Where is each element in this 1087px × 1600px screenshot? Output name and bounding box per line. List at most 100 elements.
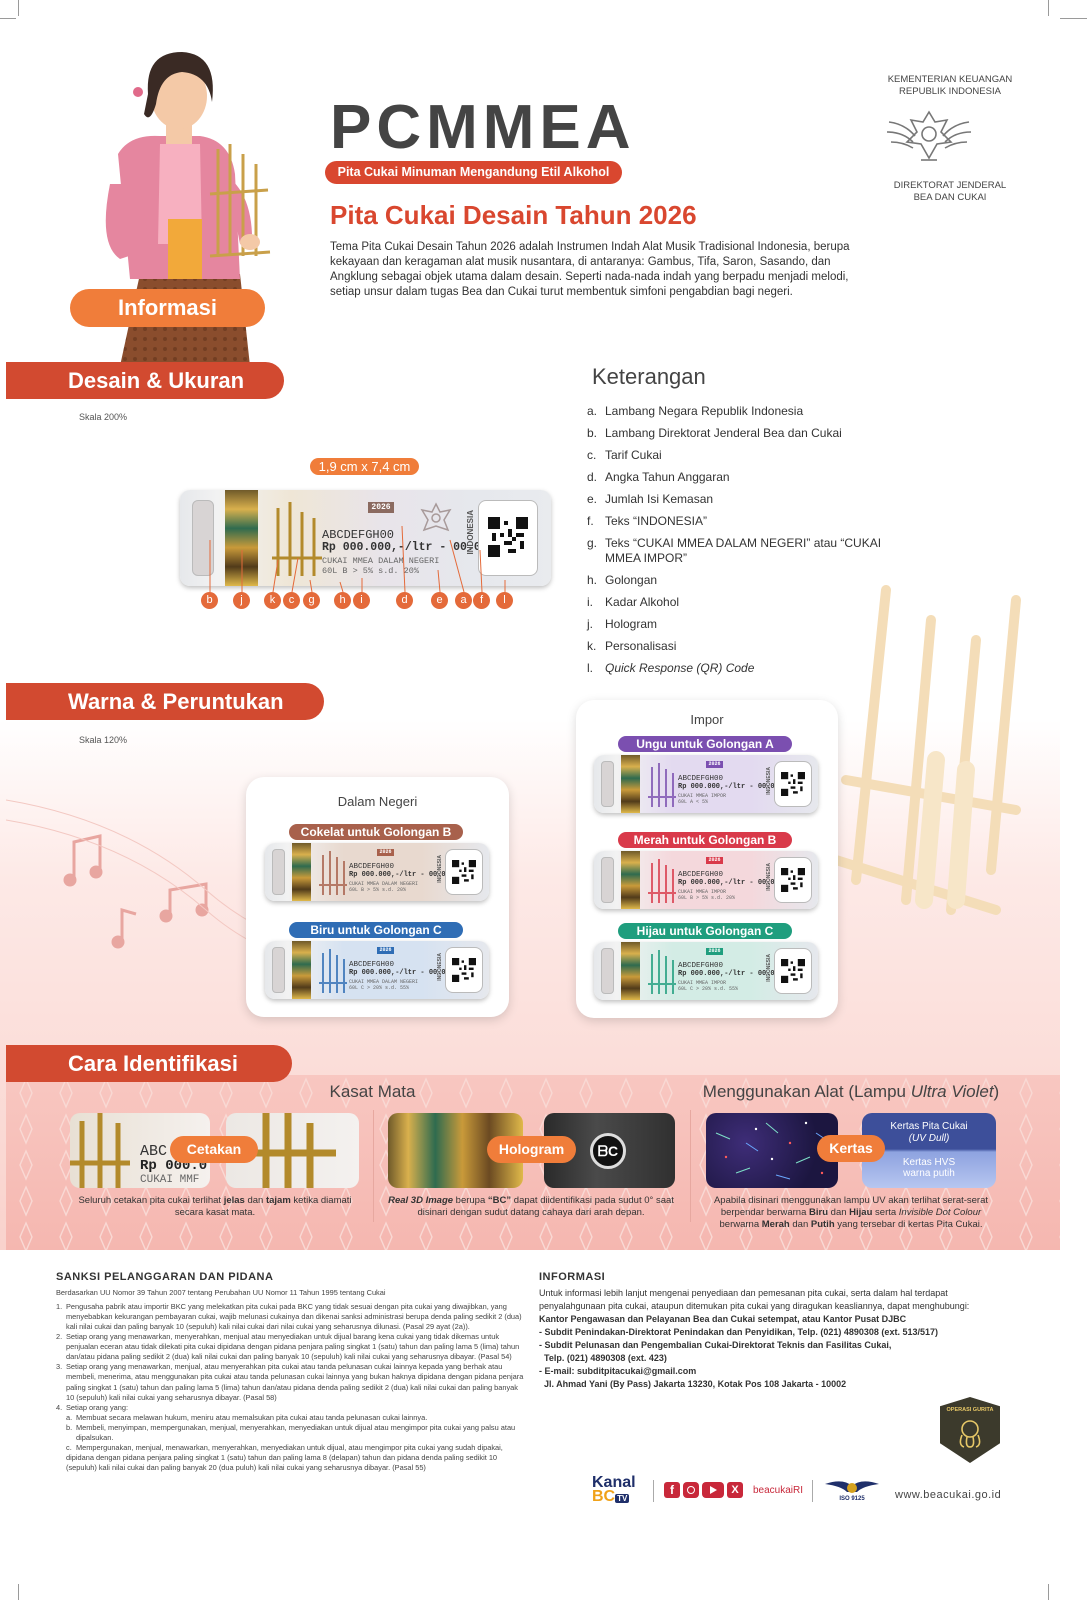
crop-mark [18, 1584, 19, 1600]
golongan-text: 60L B > 5% s.d. 20% [322, 566, 419, 576]
window-patch [272, 849, 285, 895]
callout-marker-g: g [303, 592, 320, 609]
iso-logo: ISO 9125 [823, 1474, 881, 1504]
divider [690, 1110, 691, 1222]
crop-mark [1048, 0, 1049, 16]
informasi-email: - E-mail: subditpitacukai@gmail.com [539, 1366, 697, 1377]
indonesia-text: INDONESIA [766, 767, 772, 795]
keterangan-text: Lambang Negara Republik Indonesia [605, 404, 804, 418]
social-handle[interactable]: beacukaiRI [753, 1485, 804, 1496]
callout-marker-d: d [396, 592, 413, 609]
uv-caption: Apabila disinari menggunakan lampu UV ak… [713, 1195, 989, 1230]
dalam-negeri-title: Dalam Negeri [337, 794, 418, 809]
window-patch [601, 761, 614, 807]
facebook-icon[interactable]: f [664, 1482, 680, 1498]
cukai-text: CUKAI MMEA DALAM NEGERI [322, 556, 440, 566]
callout-marker-e: e [431, 592, 448, 609]
year-badge: 2026 [368, 502, 394, 513]
indonesia-text: INDONESIA [437, 953, 443, 981]
sanksi-item: 3.Setiap orang yang menawarkan, menjual,… [56, 1362, 524, 1402]
website-link[interactable]: www.beacukai.go.id [895, 1489, 1002, 1501]
keterangan-item: j.Hologram [587, 617, 887, 632]
cukai-text: CUKAI MMEA IMPOR [678, 793, 727, 799]
kertas-hvs-label: Kertas HVS warna putih [902, 1157, 956, 1179]
cukai-text: CUKAI MMEA DALAM NEGERI [349, 979, 419, 985]
keterangan-key: b. [587, 426, 598, 440]
keterangan-list: a. Lambang Negara Republik Indonesia b. Lam… [587, 404, 887, 683]
indonesia-text: INDONESIA [766, 863, 772, 891]
crop-mark [1060, 18, 1087, 19]
golongan-text: 60L B > 5% s.d. 20% [349, 887, 407, 893]
keterangan-item: e. Jumlah Isi Kemasan [587, 492, 887, 507]
personalization-code: ABCDEFGH00 [349, 863, 395, 871]
sanksi-list: 1.Pengusaha pabrik atau importir BKC yan… [56, 1302, 528, 1473]
informasi-body: Untuk informasi lebih lanjut mengenai pe… [539, 1287, 1007, 1391]
size-pill: 1,9 cm x 7,4 cm [310, 458, 419, 475]
tv-text: TV [615, 1494, 630, 1503]
angklung-decoration-icon [831, 585, 1021, 915]
keterangan-key: k. [587, 639, 597, 653]
page-subtitle: Pita Cukai Desain Tahun 2026 [330, 200, 697, 230]
bc-logo-icon: ᗷC [590, 1133, 626, 1169]
cukai-text: CUKAI MMEA IMPOR [678, 889, 727, 895]
cetakan-pill: Cetakan [170, 1136, 258, 1163]
keterangan-text: Jumlah Isi Kemasan [605, 492, 714, 506]
x-icon[interactable]: X [727, 1482, 743, 1498]
tariff-text: Rp 000.000,-/ltr - 00.000 ml [678, 879, 796, 887]
angklung-motif-icon [648, 950, 676, 994]
bc-text: BC [592, 1488, 616, 1505]
sanksi-closing: dipidana dengan pidana penjara paling si… [66, 1452, 498, 1472]
keterangan-key: e. [587, 492, 598, 506]
window-patch [601, 857, 614, 903]
angklung-motif-icon [319, 851, 347, 895]
year-badge: 2026 [377, 849, 394, 856]
operasi-gurita-badge: OPERASI GURITA [940, 1397, 1000, 1463]
personalization-code: ABCDEFGH00 [349, 961, 395, 969]
kanal-text: Kanal [592, 1474, 636, 1491]
cetakan-caption: Seluruh cetakan pita cukai terlihat jela… [78, 1195, 352, 1218]
crop-mark [1048, 1584, 1049, 1600]
keterangan-item: k.Personalisasi [587, 639, 887, 654]
keterangan-item: g.Teks “CUKAI MMEA DALAM NEGERI” atau “C… [587, 536, 887, 566]
informasi-address: Jl. Ahmad Yani (By Pass) Jakarta 13230, … [544, 1379, 847, 1390]
keterangan-key: h. [587, 573, 598, 587]
hologram-pill: Hologram [487, 1136, 576, 1163]
informasi-contact: Telp. (021) 4890308 (ext. 423) [544, 1353, 667, 1364]
youtube-icon[interactable] [702, 1482, 724, 1498]
golongan-text: 60L C > 20% s.d. 55% [678, 986, 739, 992]
angklung-print-icon [70, 1113, 130, 1188]
uv-dull-label: (UV Dull) [908, 1133, 950, 1144]
keterangan-text: Lambang Direktorat Jenderal Bea dan Cuka… [605, 426, 842, 440]
sanksi-subitem: b.Membeli, menyimpan, mempergunakan, men… [66, 1422, 516, 1442]
informasi-contact: Kantor Pengawasan dan Pelayanan Bea dan … [539, 1314, 907, 1325]
personalization-code: ABCDEFGH00 [678, 775, 724, 783]
callout-lines [209, 525, 506, 593]
golongan-text: 60L C > 20% s.d. 55% [349, 985, 410, 991]
keterangan-text: Golongan [605, 573, 658, 587]
qr-code-icon [781, 959, 805, 983]
hologram-strip [621, 851, 640, 909]
title-tag: Pita Cukai Minuman Mengandung Etil Alkoh… [325, 161, 622, 184]
tariff-text: Rp 000.000,-/ltr - 00.000 ml [678, 783, 796, 791]
section-banner-warna: Warna & Peruntukan [6, 683, 324, 720]
color-label-pill: Merah untuk Golongan B [618, 832, 792, 848]
djbc-emblem-icon [886, 110, 972, 161]
keterangan-key: a. [587, 404, 598, 418]
keterangan-text: Hologram [605, 617, 658, 631]
informasi-pill: Informasi [70, 289, 265, 327]
qr-code-icon [488, 517, 528, 557]
informasi-contact: - Subdit Penindakan-Direktorat Penindaka… [539, 1327, 938, 1338]
angklung-motif-icon [648, 859, 676, 903]
hologram-strip [292, 843, 311, 901]
tariff-text: Rp 000.000,-/ltr - 00.000 ml [322, 541, 516, 554]
footer-divider [812, 1480, 813, 1502]
sanksi-item: 4.Setiap orang yang: [56, 1402, 129, 1412]
keterangan-key: l. [587, 661, 593, 675]
year-badge: 2026 [706, 857, 723, 864]
instagram-icon[interactable] [683, 1482, 699, 1498]
sanksi-title: SANKSI PELANGGARAN DAN PIDANA [56, 1271, 274, 1283]
keterangan-item: d.Angka Tahun Anggaran [587, 470, 887, 485]
